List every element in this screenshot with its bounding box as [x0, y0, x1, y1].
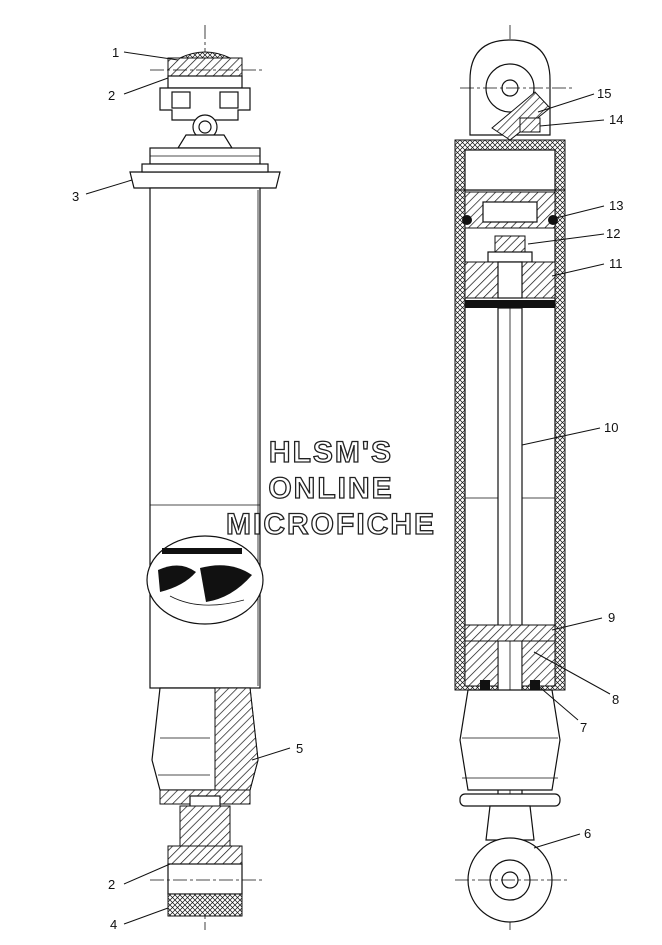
boot-outline-r: [459, 689, 561, 791]
piston-core: [497, 261, 523, 299]
dust-boot: [151, 687, 259, 791]
callout-numbers: 1 2 3 5 2 4 15 14 13 12 11 10 9 8 7 6: [72, 45, 623, 932]
nut-washer: [487, 251, 533, 263]
collar-ring: [141, 163, 269, 173]
callout-14: 14: [609, 112, 623, 127]
decal-text-bar: [162, 548, 242, 554]
callout-12: 12: [606, 226, 620, 241]
lower-eye-assembly: [455, 689, 570, 923]
callout-9: 9: [608, 610, 615, 625]
o-ring-right: [548, 215, 558, 225]
shim-stack: [465, 300, 555, 308]
body-tube: [146, 187, 264, 689]
callout-7: 7: [580, 720, 587, 735]
callout-2-top: 2: [108, 88, 115, 103]
decal-swoosh-1: [158, 565, 196, 592]
top-sleeve: [167, 57, 243, 77]
seal-lip-right: [530, 680, 540, 690]
callout-6: 6: [584, 826, 591, 841]
floating-piston-center: [482, 201, 538, 223]
watermark: HLSM'S ONLINE MICROFICHE: [225, 435, 436, 541]
adjuster-collar: [129, 171, 281, 189]
decal-swoosh-2: [200, 565, 252, 602]
lower-sleeve: [167, 845, 243, 865]
o-ring-left: [462, 215, 472, 225]
top-bolt-center: [198, 120, 212, 134]
lower-eyelet-section: [179, 805, 231, 847]
callout-8: 8: [612, 692, 619, 707]
body-cap: [129, 147, 281, 189]
piston-assembly: [464, 235, 556, 308]
external-view: [129, 25, 281, 930]
watermark-line-3: MICROFICHE: [226, 508, 436, 541]
top-bushing-assembly: [150, 51, 262, 149]
boot-section: [214, 687, 259, 791]
watermark-line-1: HLSM'S: [269, 436, 393, 469]
seal-head-left: [464, 640, 499, 687]
lower-mount-assembly: [150, 789, 262, 917]
callout-3: 3: [72, 189, 79, 204]
floating-piston: [462, 191, 558, 229]
seal-head: [464, 624, 556, 690]
shaft-nut: [494, 235, 526, 253]
callout-1: 1: [112, 45, 119, 60]
callout-13: 13: [609, 198, 623, 213]
leader-lines: [85, 51, 611, 925]
lower-bushing: [167, 893, 243, 917]
lower-eyelet: [167, 863, 243, 895]
cutaway-view: [454, 25, 572, 930]
head-cavity: [464, 149, 556, 191]
seal-lip-left: [480, 680, 490, 690]
callout-10: 10: [604, 420, 618, 435]
seal-head-right: [521, 640, 556, 687]
top-eyelet-lug-right: [219, 91, 239, 109]
bottom-spring-seat: [459, 793, 561, 807]
seal-head-top: [464, 624, 556, 642]
callout-11: 11: [609, 256, 623, 271]
callout-4: 4: [110, 917, 117, 932]
top-washer: [167, 75, 243, 89]
top-mount-neck: [176, 134, 234, 149]
watermark-line-2: ONLINE: [268, 472, 393, 505]
callout-2-bottom: 2: [108, 877, 115, 892]
valve-cap: [519, 117, 541, 133]
top-eyelet-lug-left: [171, 91, 191, 109]
eye-neck: [485, 805, 535, 841]
callout-5: 5: [296, 741, 303, 756]
callout-15: 15: [597, 86, 611, 101]
